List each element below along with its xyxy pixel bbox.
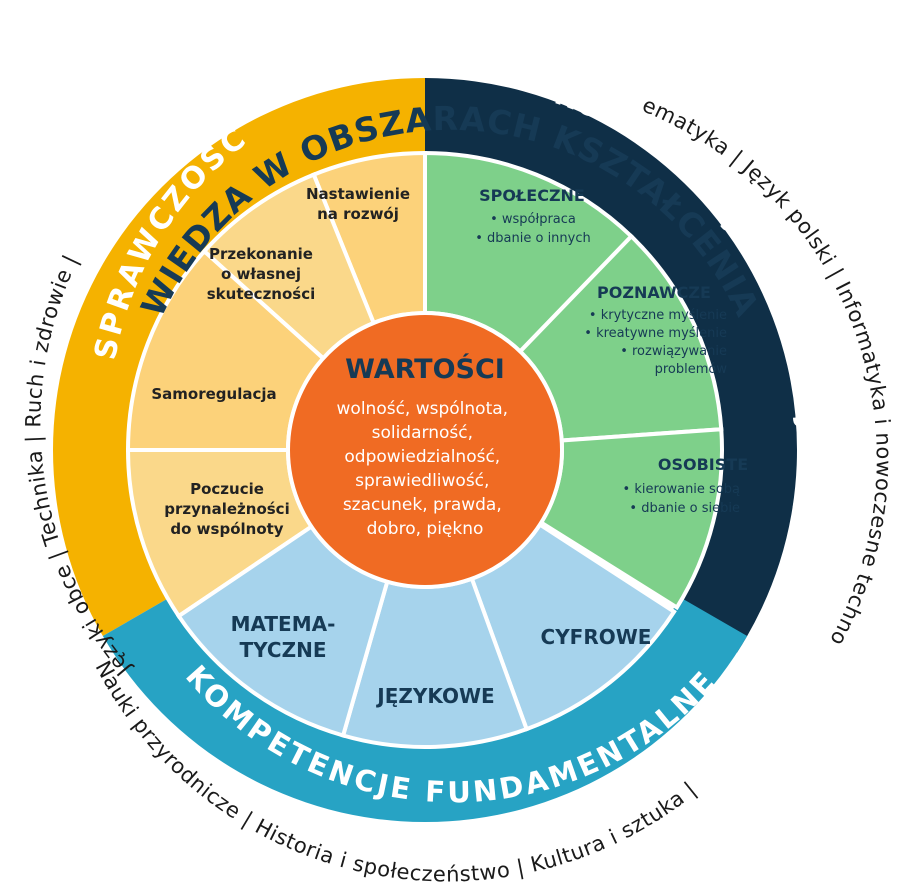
label-matematyczne: MATEMA-TYCZNE: [231, 612, 336, 662]
inner-segments: [125, 150, 724, 749]
label-cyfrowe: CYFROWE: [541, 625, 652, 649]
label-cyfrowe-line: CYFROWE: [541, 625, 652, 649]
core-value-line: wolność, wspólnota,: [337, 399, 509, 419]
label-poczucie-line: do wspólnoty: [170, 520, 283, 538]
label-poczucie-line: Poczucie: [190, 480, 264, 498]
outer-rings: [53, 78, 798, 822]
label-osobiste-line: OSOBISTE: [658, 455, 748, 474]
core-value-line: dobro, piękno: [367, 519, 484, 539]
items-spoleczne-line: • współpraca: [490, 212, 576, 227]
label-przekonanie-line: o własnej: [221, 265, 301, 283]
label-spoleczne: SPOŁECZNE: [479, 186, 585, 205]
label-nastawienie-line: Nastawienie: [306, 185, 410, 203]
items-poznawcze: • krytyczne myślenie • kreatywne myślenie…: [584, 308, 727, 377]
ring-przekrojowe: [425, 78, 798, 653]
ring-fundamentalne: [102, 597, 748, 822]
label-samoregulacja-line: Samoregulacja: [151, 385, 276, 403]
label-jezykowe-line: JĘZYKOWE: [375, 684, 494, 708]
label-nastawienie-line: na rozwój: [317, 205, 399, 223]
core-circle: [286, 311, 564, 589]
label-poczucie: Poczucie przynależności do wspólnoty: [164, 480, 289, 538]
label-przekonanie: Przekonanie o własnej skuteczności: [207, 245, 316, 303]
core-title: WARTOŚCI: [345, 353, 505, 385]
label-przekonanie-line: Przekonanie: [209, 245, 313, 263]
items-poznawcze-line: • kreatywne myślenie: [584, 326, 727, 341]
label-nastawienie: Nastawienie na rozwój: [306, 185, 410, 223]
label-matematyczne-line: TYCZNE: [240, 638, 327, 662]
items-osobiste-line: • dbanie o siebie: [629, 501, 740, 516]
items-poznawcze-line: • krytyczne myślenie: [589, 308, 727, 323]
core-value-line: szacunek, prawda,: [343, 495, 502, 515]
items-spoleczne: • współpraca • dbanie o innych: [475, 212, 591, 246]
items-poznawcze-line: • rozwiązywanie: [620, 344, 727, 359]
items-osobiste: • kierowanie sobą • dbanie o siebie: [623, 482, 741, 516]
label-poznawcze: POZNAWCZE: [597, 283, 711, 302]
items-spoleczne-line: • dbanie o innych: [475, 231, 591, 246]
core-value-line: odpowiedzialność,: [344, 447, 500, 467]
core-value-line: sprawiedliwość,: [355, 471, 489, 491]
items-osobiste-line: • kierowanie sobą: [623, 482, 741, 497]
label-spoleczne-line: SPOŁECZNE: [479, 186, 585, 205]
label-osobiste: OSOBISTE: [658, 455, 748, 474]
items-poznawcze-line: problemów: [655, 362, 728, 377]
core-values: wolność, wspólnota, solidarność, odpowie…: [337, 399, 514, 539]
label-jezykowe: JĘZYKOWE: [375, 684, 494, 708]
label-przekonanie-line: skuteczności: [207, 285, 316, 303]
label-poznawcze-line: POZNAWCZE: [597, 283, 711, 302]
label-samoregulacja: Samoregulacja: [151, 385, 276, 403]
label-matematyczne-line: MATEMA-: [231, 612, 336, 636]
label-poczucie-line: przynależności: [164, 500, 289, 518]
core-value-line: solidarność,: [372, 423, 473, 443]
ring-sprawczosc: [53, 78, 425, 636]
